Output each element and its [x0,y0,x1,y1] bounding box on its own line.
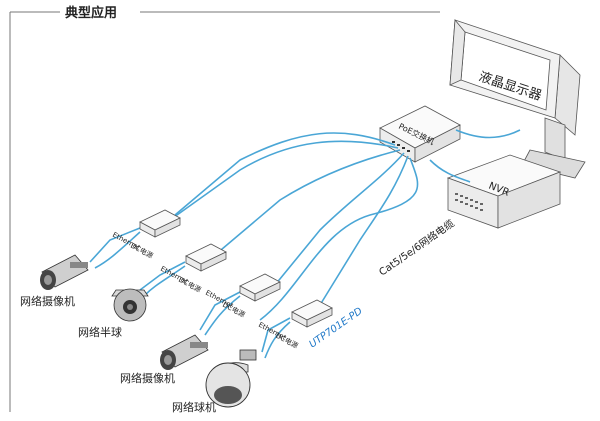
lcd-monitor: 液晶显示器 [449,18,586,179]
poe-injector-3 [239,273,281,302]
cable-label: Cat5/5e/6网络电缆 [376,217,456,279]
poe-switch: PoE交换机 [379,105,461,163]
dc-label-1: DC电源 [129,241,155,260]
device-label-bullet-1: 网络摄像机 [20,294,75,308]
poe-injector-2 [185,243,227,272]
network-cables [89,129,521,359]
nvr-recorder: NVR [446,154,562,229]
bullet-camera-2 [160,334,209,370]
page-title: 典型应用 [62,2,121,21]
speed-dome-camera [205,349,257,408]
poe-injector-1 [139,209,181,238]
device-label-speed-dome: 网络球机 [172,400,216,414]
bullet-camera-1 [40,254,89,290]
device-label-bullet-2: 网络摄像机 [120,371,175,385]
poe-injector-4 [291,299,333,328]
device-label-dome: 网络半球 [78,325,122,339]
dome-camera [111,288,149,322]
dc-label-2: DC电源 [177,275,203,294]
